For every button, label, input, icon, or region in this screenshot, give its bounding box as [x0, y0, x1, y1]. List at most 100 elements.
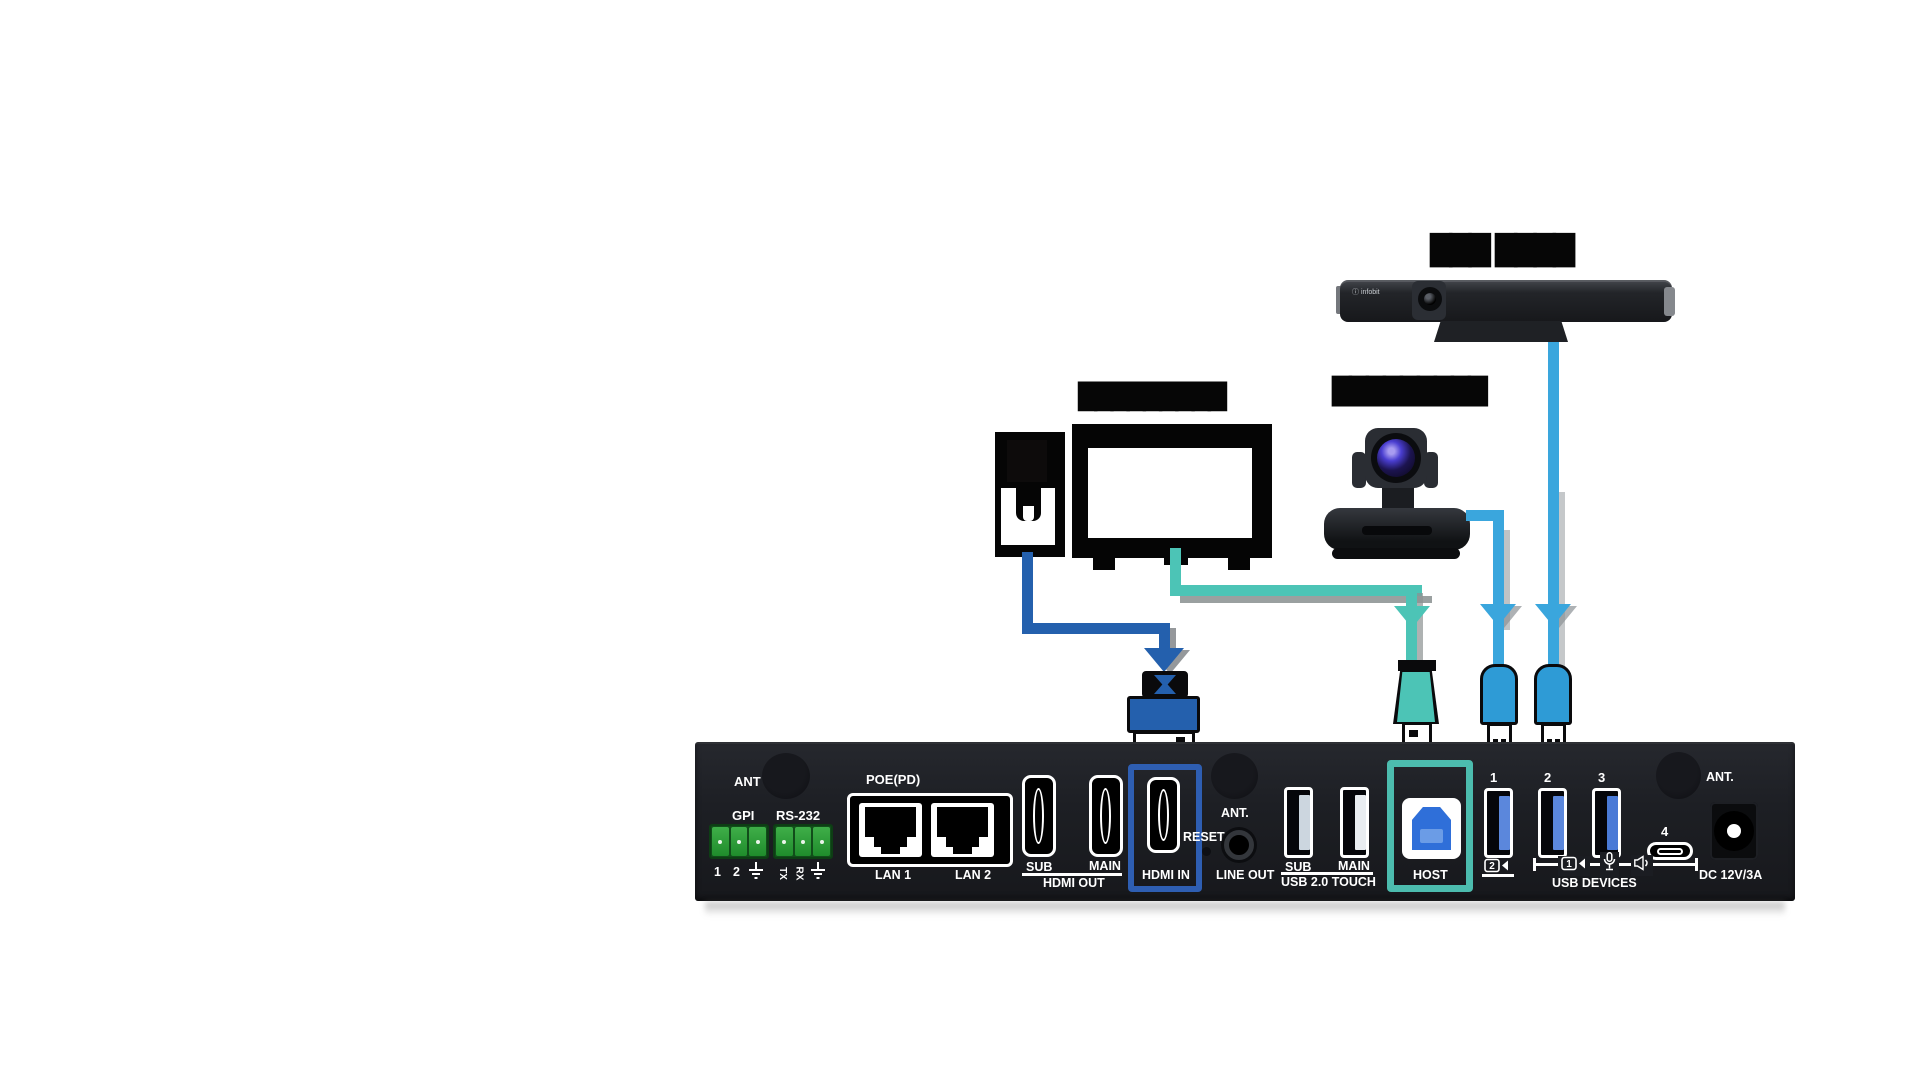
video-bar-right-cap	[1664, 287, 1675, 316]
video-bar-lens	[1424, 293, 1436, 305]
mic-icon	[1603, 852, 1616, 871]
hdmi-cable-arrow	[1144, 648, 1184, 672]
reset-label: RESET	[1183, 830, 1225, 844]
video-bar-left-cap	[1336, 286, 1342, 314]
speaker-icon	[1634, 855, 1648, 871]
host-plug-contact-1	[1409, 730, 1418, 737]
rs232-connector	[773, 824, 833, 859]
rs232-tx-label: TX	[776, 867, 788, 880]
display-screen	[1088, 448, 1252, 538]
usb4-number: 4	[1661, 824, 1669, 839]
gpi-label: GPI	[732, 808, 755, 823]
video-bar-mount	[1434, 321, 1568, 342]
hdmi-out-sub-label: SUB	[1026, 860, 1053, 874]
poe-rj45-block	[847, 793, 1013, 867]
dc-jack	[1710, 802, 1758, 860]
ant-mid-label: ANT.	[1221, 806, 1249, 820]
hdmi-plug-strain-relief	[1142, 671, 1188, 698]
lan1-port	[859, 803, 922, 857]
lan2-port	[931, 803, 994, 857]
hdmi-cable-horizontal	[1022, 623, 1170, 634]
dc-label: DC 12V/3A	[1699, 868, 1763, 882]
gpi-pin1-label: 1	[714, 865, 721, 879]
ptz-ear-left	[1352, 452, 1366, 488]
usb1-number: 1	[1490, 770, 1498, 785]
ant-mid-hole	[1211, 753, 1258, 799]
host-port-inner	[1420, 829, 1443, 843]
usb-touch-sub-label: SUB	[1285, 860, 1312, 874]
dc-jack-pin	[1727, 824, 1741, 838]
bracket-right-tick	[1695, 858, 1698, 871]
usb3-number: 3	[1598, 770, 1606, 785]
pc-drive-bay	[1007, 440, 1047, 482]
rs232-label: RS-232	[776, 808, 821, 823]
hdmi-in-label: HDMI IN	[1142, 868, 1190, 882]
host-cable-horizontal	[1170, 585, 1422, 596]
hdmi-plug-bowtie	[1154, 675, 1176, 694]
display-foot-right	[1228, 558, 1250, 570]
ant-right-label: ANT.	[1706, 770, 1734, 784]
hdmi-out-group-label: HDMI OUT	[1043, 876, 1105, 890]
reset-button	[1202, 847, 1211, 856]
display-group-label: █████████	[1078, 382, 1227, 411]
usb-touch-underline	[1281, 872, 1373, 875]
line-out-jack	[1224, 830, 1254, 860]
ptz-base-foot	[1332, 548, 1460, 559]
ptz-camera-icon	[1322, 426, 1492, 562]
usb-device-port-1	[1484, 788, 1513, 858]
host-label: HOST	[1413, 868, 1448, 882]
host-cable-shaft	[1406, 593, 1417, 665]
host-cable-shadow	[1180, 596, 1432, 603]
ptz-lens	[1377, 439, 1415, 477]
hdmi-cable-shaft	[1159, 626, 1170, 650]
video-bar-group-label: ███ ████	[1430, 233, 1575, 267]
camera-usb-plug-body	[1480, 664, 1518, 725]
camera-cable-shaft	[1493, 604, 1504, 666]
usb2-number: 2	[1544, 770, 1552, 785]
ant-left-label: ANT	[734, 774, 761, 789]
display-icon	[1072, 424, 1272, 558]
bar-cable-vertical	[1548, 342, 1559, 604]
ptz-ear-right	[1424, 452, 1438, 488]
camera-1-icon-wrap: 1	[1558, 856, 1590, 876]
usb-device-port-4	[1647, 842, 1693, 860]
host-cable-vertical	[1170, 548, 1181, 596]
mic-icon-wrap	[1600, 852, 1619, 878]
poe-label: POE(PD)	[866, 772, 921, 787]
host-plug-body	[1397, 672, 1435, 722]
bar-cable-shaft	[1548, 600, 1559, 666]
hdmi-cable-vertical	[1022, 552, 1033, 632]
hdmi-out-main-port	[1089, 775, 1123, 857]
usb-touch-group-label: USB 2.0 TOUCH	[1281, 875, 1376, 889]
camera-2-icon: 2	[1484, 858, 1508, 873]
video-bar-body: ⓘ infobit	[1340, 280, 1672, 322]
host-plug-cap	[1398, 660, 1436, 671]
hdmi-plug-body	[1127, 696, 1200, 733]
ant-left-hole	[762, 753, 810, 799]
hdmi-out-sub-port	[1022, 775, 1056, 857]
hdmi-in-highlight-box	[1128, 764, 1202, 892]
rear-panel: ANT GPI 1 2 RS-232 TX RX POE(PD) LAN 1 L…	[695, 742, 1795, 901]
svg-text:2: 2	[1489, 861, 1495, 872]
host-cable-arrow	[1394, 606, 1430, 628]
pc-handle-slot	[1023, 506, 1034, 521]
line-out-label: LINE OUT	[1216, 868, 1275, 882]
camera-cable-horizontal	[1466, 510, 1504, 521]
pc-tower-icon	[995, 432, 1065, 557]
camera-group-label: █████████	[1332, 377, 1488, 407]
usb-touch-sub-port	[1284, 787, 1313, 858]
camera-2-underline	[1482, 874, 1514, 877]
usb-device-port-3	[1592, 788, 1621, 858]
usb-device-port-2	[1538, 788, 1567, 858]
lan1-label: LAN 1	[875, 868, 912, 882]
usb-touch-main-port	[1340, 787, 1369, 858]
gpi-pin2-label: 2	[733, 865, 740, 879]
host-port	[1402, 798, 1461, 859]
hdmi-out-underline	[1022, 873, 1122, 876]
rs232-rx-label: RX	[793, 866, 805, 881]
bar-usb-plug-body	[1534, 664, 1572, 725]
hdmi-in-port	[1147, 777, 1180, 853]
usb-devices-group-label: USB DEVICES	[1552, 876, 1637, 890]
gpi-ground-icon	[749, 862, 763, 879]
camera-cable-vertical	[1493, 510, 1504, 610]
